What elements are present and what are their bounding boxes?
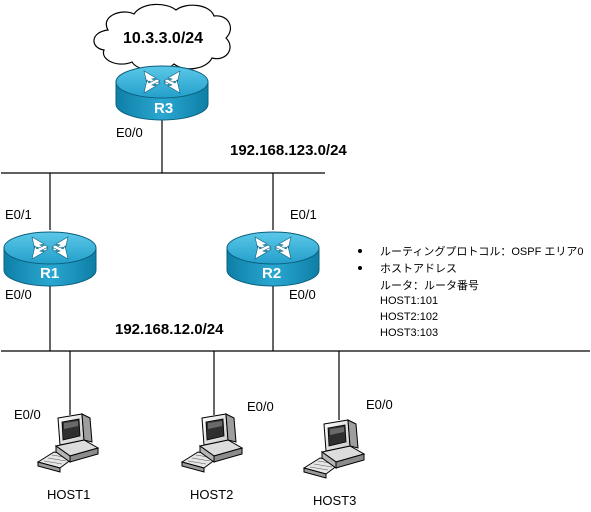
router-r1: R1 — [3, 231, 97, 287]
links — [1, 112, 590, 420]
host-2-name: HOST2 — [190, 487, 233, 502]
bullet-dot-2 — [358, 266, 362, 270]
host-2: HOST2 — [181, 413, 243, 502]
cloud-shape — [93, 3, 231, 72]
host-1-name: HOST1 — [47, 487, 90, 502]
r1-top-iface-label: E0/1 — [5, 207, 32, 222]
router-r2: R2 — [226, 231, 320, 287]
r2-top-iface-label: E0/1 — [290, 207, 317, 222]
host-2-iface-label: E0/0 — [247, 399, 274, 414]
interface-labels: E0/0 E0/1 E0/1 E0/0 E0/0 E0/0 E0/0 E0/0 — [5, 125, 393, 422]
note-sub-4: HOST3:103 — [380, 327, 438, 339]
note-sub-1: ルータ：ルータ番号 — [380, 279, 479, 292]
host-3-iface-label: E0/0 — [366, 397, 393, 412]
r1-bottom-iface-label: E0/0 — [5, 287, 32, 302]
network-top-label: 192.168.123.0/24 — [230, 142, 347, 159]
note-sub-2: HOST1:101 — [380, 295, 438, 307]
r2-bottom-iface-label: E0/0 — [289, 287, 316, 302]
r3-iface-label: E0/0 — [116, 125, 143, 140]
host-3: HOST3 — [303, 419, 365, 508]
cloud-label: 10.3.3.0/24 — [123, 30, 203, 47]
router-r1-name: R1 — [40, 265, 59, 282]
host-1: HOST1 — [37, 413, 99, 502]
cloud: 10.3.3.0/24 — [93, 3, 231, 72]
note-bullet-2: ホストアドレス — [380, 262, 457, 275]
host-3-name: HOST3 — [313, 493, 356, 508]
bullet-dot-1 — [358, 249, 362, 253]
notes: ルーティングプロトコル：OSPF エリア0 ホストアドレス ルータ：ルータ番号 … — [358, 244, 583, 339]
router-r3: R3 — [115, 65, 209, 121]
network-bottom-label: 192.168.12.0/24 — [115, 321, 224, 338]
note-sub-3: HOST2:102 — [380, 311, 438, 323]
note-bullet-1: ルーティングプロトコル：OSPF エリア0 — [380, 244, 583, 258]
router-r3-name: R3 — [154, 100, 173, 117]
router-r2-name: R2 — [262, 265, 281, 282]
host-1-iface-label: E0/0 — [14, 407, 41, 422]
